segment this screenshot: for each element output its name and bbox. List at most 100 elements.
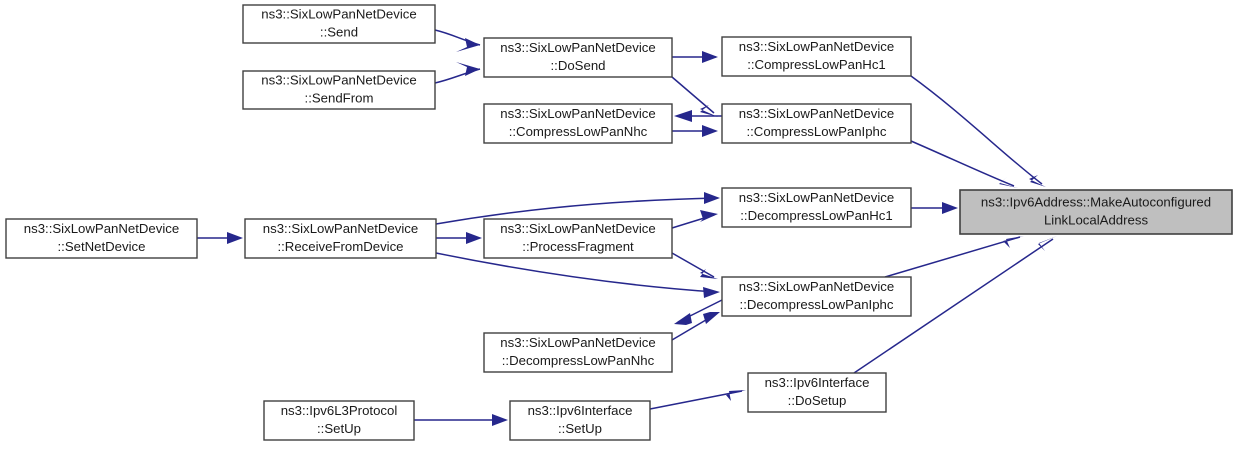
node-label-line2: ::ReceiveFromDevice [277,239,403,254]
graph-node-decompressnhc[interactable]: ns3::SixLowPanNetDevice::DecompressLowPa… [483,332,673,373]
arrowhead-icon [942,202,958,214]
graph-node-dosend[interactable]: ns3::SixLowPanNetDevice::DoSend [483,37,673,78]
node-label-line1: ns3::Ipv6Interface [528,403,633,418]
node-box[interactable] [721,276,912,317]
graph-node-compressiphc[interactable]: ns3::SixLowPanNetDevice::CompressLowPanI… [721,103,912,144]
call-edge-compresshc1-to-target [910,75,1046,187]
arrowhead-icon [492,414,508,426]
graph-node-target[interactable]: ns3::Ipv6Address::MakeAutoconfiguredLink… [959,189,1233,235]
node-label-line1: ns3::Ipv6L3Protocol [281,403,398,418]
node-label-line2: ::SetUp [558,421,602,436]
graph-node-setnetdevice[interactable]: ns3::SixLowPanNetDevice::SetNetDevice [5,218,198,259]
node-label-line2: ::SetUp [317,421,361,436]
graph-node-ipv6ifsetup[interactable]: ns3::Ipv6Interface::SetUp [509,400,651,441]
graph-node-sendfrom[interactable]: ns3::SixLowPanNetDevice::SendFrom [242,70,436,110]
node-box[interactable] [509,400,651,441]
arrowhead-icon [1029,175,1046,187]
node-box[interactable] [483,37,673,78]
call-edge-receivefromdevice-to-processfragment [436,232,482,244]
call-edge-receivefromdevice-to-decompresshc1 [435,192,720,225]
graph-node-decompresshc1[interactable]: ns3::SixLowPanNetDevice::DecompressLowPa… [721,187,912,228]
call-edge-setnetdevice-to-receivefromdevice [197,232,243,244]
call-edge-decompressnhc-to-decompressiphc [671,312,720,341]
arrowhead-icon [703,312,720,324]
arrowhead-icon [703,287,720,298]
node-label-line1: ns3::SixLowPanNetDevice [500,40,655,55]
node-label-line2: ::SendFrom [305,90,374,105]
node-label-line1: ns3::SixLowPanNetDevice [261,72,416,87]
edge-line [435,197,717,225]
arrowhead-icon [674,313,692,325]
node-box[interactable] [242,4,436,44]
call-edge-decompressiphc-to-target [884,236,1024,278]
graph-node-ipv6l3setup[interactable]: ns3::Ipv6L3Protocol::SetUp [263,400,415,441]
arrowhead-icon [674,110,692,122]
graph-node-receivefromdevice[interactable]: ns3::SixLowPanNetDevice::ReceiveFromDevi… [244,218,437,259]
node-label-line2: ::DecompressLowPanHc1 [740,208,892,223]
node-box[interactable] [721,103,912,144]
edge-line [853,238,1054,374]
graph-node-compressnhc[interactable]: ns3::SixLowPanNetDevice::CompressLowPanN… [483,103,673,144]
node-box[interactable] [244,218,437,259]
graph-node-decompressiphc[interactable]: ns3::SixLowPanNetDevice::DecompressLowPa… [721,276,912,317]
node-box[interactable] [721,187,912,228]
node-label-line2: ::CompressLowPanIphc [746,124,886,139]
arrowhead-icon [700,269,718,279]
arrowhead-icon [700,105,718,117]
call-edge-receivefromdevice-to-decompressiphc [435,252,720,298]
node-box[interactable] [263,400,415,441]
node-label-line2: LinkLocalAddress [1044,212,1149,227]
node-label-line2: ::DoSend [551,58,606,73]
node-label-line1: ns3::SixLowPanNetDevice [500,335,655,350]
node-label-line2: ::DecompressLowPanIphc [740,297,894,312]
graph-node-send[interactable]: ns3::SixLowPanNetDevice::Send [242,4,436,44]
node-box[interactable] [959,189,1233,235]
edge-line [910,75,1043,185]
node-label-line2: ::DoSetup [788,393,847,408]
node-label-line1: ns3::SixLowPanNetDevice [500,221,655,236]
node-label-line1: ns3::SixLowPanNetDevice [739,190,894,205]
arrowhead-icon [1003,236,1024,248]
node-box[interactable] [747,372,887,413]
graph-node-ipv6ifdosetup[interactable]: ns3::Ipv6Interface::DoSetup [747,372,887,413]
call-edge-send-to-dosend [434,29,481,52]
node-box[interactable] [5,218,198,259]
arrowhead-icon [726,390,746,401]
edge-line [649,390,743,410]
node-label-line1: ns3::SixLowPanNetDevice [739,39,894,54]
edge-line [884,236,1021,278]
edges-layer [197,29,1057,426]
graph-node-compresshc1[interactable]: ns3::SixLowPanNetDevice::CompressLowPanH… [721,36,912,77]
node-label-line2: ::ProcessFragment [522,239,634,254]
call-edge-compressnhc-to-compressiphc [672,125,718,137]
node-box[interactable] [721,36,912,77]
arrowhead-icon [702,125,718,137]
node-box[interactable] [483,218,673,259]
node-box[interactable] [242,70,436,110]
nodes-layer: ns3::SixLowPanNetDevice::Sendns3::SixLow… [5,4,1233,441]
call-edge-decompresshc1-to-target [911,202,958,214]
node-box[interactable] [483,332,673,373]
graph-node-processfragment[interactable]: ns3::SixLowPanNetDevice::ProcessFragment [483,218,673,259]
node-box[interactable] [483,103,673,144]
node-label-line1: ns3::SixLowPanNetDevice [24,221,179,236]
call-edge-sendfrom-to-dosend [434,62,481,84]
call-edge-compressiphc-to-compressnhc [674,110,722,122]
call-edge-dosend-to-compressiphc [671,76,718,117]
node-label-line2: ::Send [320,24,358,39]
arrowhead-icon [704,192,720,204]
node-label-line1: ns3::SixLowPanNetDevice [500,106,655,121]
arrowhead-icon [227,232,243,244]
node-label-line2: ::CompressLowPanHc1 [747,57,886,72]
node-label-line2: ::DecompressLowPanNhc [502,353,655,368]
call-edge-decompressiphc-to-decompressnhc [674,299,723,325]
node-label-line1: ns3::SixLowPanNetDevice [263,221,418,236]
call-edge-ipv6ifsetup-to-ipv6ifdosetup [649,390,746,410]
call-edge-processfragment-to-decompressiphc [671,252,718,279]
node-label-line1: ns3::SixLowPanNetDevice [739,106,894,121]
edge-line [910,140,1015,187]
edge-line [671,76,715,114]
arrowhead-icon [456,62,480,76]
